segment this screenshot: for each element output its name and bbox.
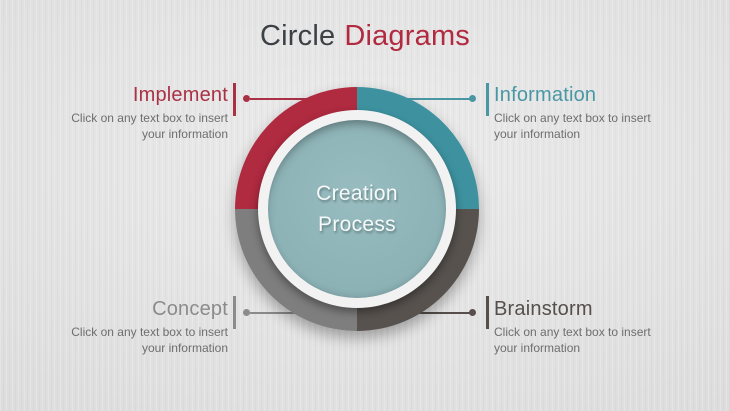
label-brainstorm[interactable]: Brainstorm: [494, 298, 593, 320]
connector-line-information: [374, 98, 470, 100]
center-circle-label: Creation Process: [316, 182, 398, 236]
connector-dot-concept: [243, 309, 250, 316]
title-word-circle: Circle: [259, 20, 336, 52]
connector-dot-information: [469, 95, 476, 102]
inner-white-ring: Creation Process: [258, 110, 456, 308]
label-concept[interactable]: Concept: [152, 298, 228, 320]
circle-diagram-ring[interactable]: Creation Process: [235, 87, 479, 331]
title-word-diagrams: Diagrams: [344, 20, 470, 52]
connector-dot-implement: [243, 95, 250, 102]
center-circle[interactable]: Creation Process: [268, 120, 446, 298]
textbox-brainstorm[interactable]: Brainstorm Click on any text box to inse…: [494, 298, 651, 356]
textbox-concept[interactable]: Concept Click on any text box to insert …: [71, 298, 228, 356]
label-implement[interactable]: Implement: [132, 84, 228, 106]
label-divider-information: [486, 83, 489, 116]
caption-brainstorm[interactable]: Click on any text box to insert your inf…: [494, 325, 651, 355]
caption-concept[interactable]: Click on any text box to insert your inf…: [71, 325, 228, 355]
connector-dot-brainstorm: [469, 309, 476, 316]
connector-line-brainstorm: [374, 312, 470, 314]
textbox-implement[interactable]: Implement Click on any text box to inser…: [71, 84, 228, 142]
caption-implement[interactable]: Click on any text box to insert your inf…: [71, 111, 228, 141]
label-divider-brainstorm: [486, 296, 489, 329]
label-information[interactable]: Information: [494, 84, 597, 106]
connector-line-implement: [250, 98, 347, 100]
label-divider-concept: [233, 296, 236, 329]
textbox-information[interactable]: Information Click on any text box to ins…: [494, 84, 651, 142]
caption-information[interactable]: Click on any text box to insert your inf…: [494, 111, 651, 141]
label-divider-implement: [233, 83, 236, 116]
